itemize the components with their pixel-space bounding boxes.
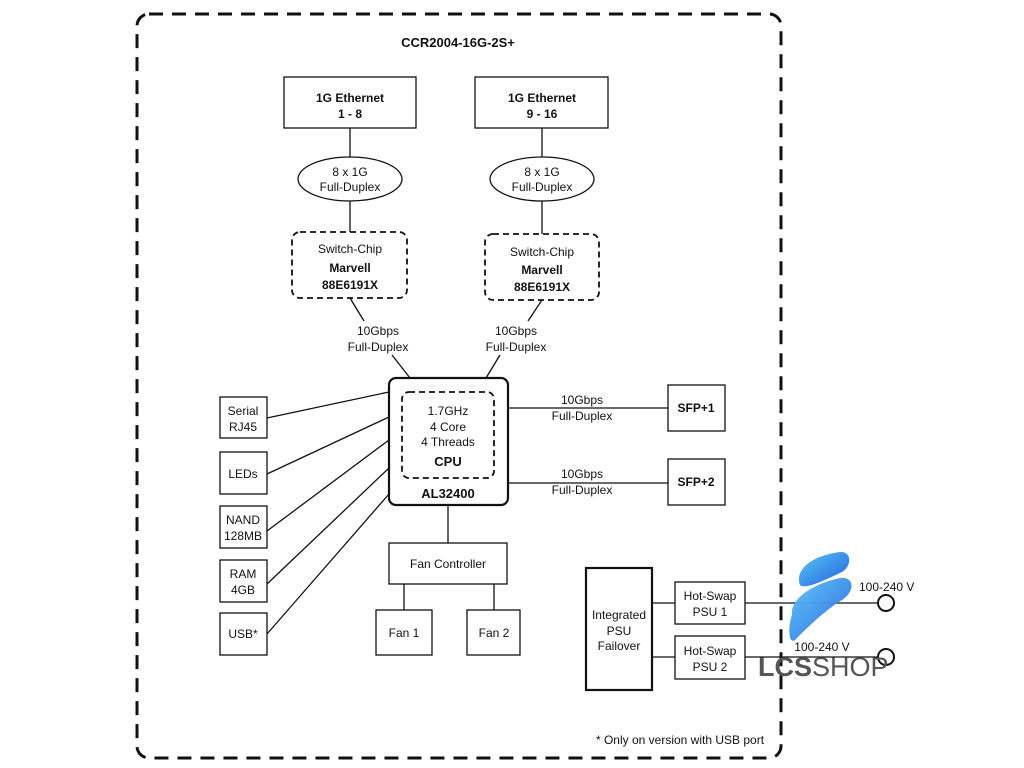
switch-chip-vendor: Marvell bbox=[329, 261, 370, 275]
ethernet-range: 9 - 16 bbox=[527, 107, 558, 121]
footnote: * Only on version with USB port bbox=[596, 733, 765, 747]
device-boundary bbox=[135, 12, 783, 760]
fan-1-box bbox=[375, 609, 433, 656]
fan-2-box bbox=[466, 609, 521, 656]
link-ellipse bbox=[297, 156, 403, 202]
uplink-duplex: Full-Duplex bbox=[348, 340, 409, 354]
usb-box bbox=[219, 612, 268, 656]
leds-box bbox=[219, 451, 268, 495]
psu-input-voltage: 100-240 V bbox=[794, 640, 849, 654]
ethernet-1-8-box bbox=[283, 76, 417, 129]
link-ellipse bbox=[489, 156, 595, 202]
fan-label: Fan 1 bbox=[389, 626, 420, 640]
peripheral-sublabel: 4GB bbox=[231, 583, 255, 597]
cpu-block: 1.7GHz 4 Core 4 Threads CPU AL32400 bbox=[387, 376, 510, 507]
psu-label: Hot-Swap bbox=[684, 589, 737, 603]
peripheral-sublabel: 128MB bbox=[224, 529, 262, 543]
uplink-speed: 10Gbps bbox=[495, 324, 537, 338]
diagram-title: CCR2004-16G-2S+ bbox=[401, 35, 515, 50]
psu-label: PSU 1 bbox=[693, 605, 728, 619]
ethernet-group-2: 1G Ethernet 9 - 16 8 x 1G Full-Duplex Sw… bbox=[474, 76, 609, 379]
sfp-2-box bbox=[667, 458, 726, 506]
ethernet-group-1: 1G Ethernet 1 - 8 8 x 1G Full-Duplex Swi… bbox=[283, 76, 417, 379]
sfp-link-duplex: Full-Duplex bbox=[552, 409, 613, 423]
psu-failover-label: PSU bbox=[607, 624, 632, 638]
fan-controller-box bbox=[388, 542, 508, 585]
link-duplex: Full-Duplex bbox=[320, 180, 381, 194]
fan-label: Fan 2 bbox=[479, 626, 510, 640]
fan-controller-label: Fan Controller bbox=[410, 557, 486, 571]
peripheral-sublabel: RJ45 bbox=[229, 420, 257, 434]
psu-failover-label: Failover bbox=[598, 639, 641, 653]
peripheral-label: RAM bbox=[230, 567, 257, 581]
cpu-label: CPU bbox=[434, 454, 461, 469]
sfp-label: SFP+1 bbox=[677, 401, 714, 415]
sfp-group: 10Gbps Full-Duplex SFP+1 10Gbps Full-Dup… bbox=[508, 384, 726, 506]
link-speed: 8 x 1G bbox=[524, 165, 559, 179]
cpu-frequency: 1.7GHz bbox=[428, 404, 469, 418]
ethernet-9-16-box bbox=[474, 76, 609, 129]
power-input-terminal bbox=[877, 594, 895, 612]
nand-box bbox=[219, 505, 268, 549]
power-input-terminal bbox=[877, 648, 895, 666]
logo-mark-icon bbox=[799, 551, 850, 587]
psu-1-box bbox=[674, 581, 746, 625]
psu-label: PSU 2 bbox=[693, 660, 728, 674]
link-speed: 8 x 1G bbox=[332, 165, 367, 179]
lcsshop-watermark: LCSSHOP bbox=[758, 551, 889, 682]
switch-chip-label: Switch-Chip bbox=[318, 242, 382, 256]
logo-text: LCSSHOP bbox=[758, 652, 889, 682]
psu-label: Hot-Swap bbox=[684, 644, 737, 658]
switch-chip-1-box bbox=[291, 231, 408, 299]
switch-chip-model: 88E6191X bbox=[322, 278, 378, 292]
ethernet-range: 1 - 8 bbox=[338, 107, 362, 121]
ethernet-label: 1G Ethernet bbox=[508, 91, 576, 105]
link-duplex: Full-Duplex bbox=[512, 180, 573, 194]
switch-chip-label: Switch-Chip bbox=[510, 245, 574, 259]
ram-box bbox=[219, 559, 268, 603]
cpu-model: AL32400 bbox=[421, 486, 474, 501]
switch-chip-vendor: Marvell bbox=[521, 263, 562, 277]
psu-input-voltage: 100-240 V bbox=[859, 580, 914, 594]
sfp-link-speed: 10Gbps bbox=[561, 393, 603, 407]
peripheral-label: LEDs bbox=[228, 467, 257, 481]
uplink-duplex: Full-Duplex bbox=[486, 340, 547, 354]
psu-failover-box bbox=[584, 566, 654, 692]
peripheral-links bbox=[266, 391, 390, 635]
psu-group: Integrated PSU Failover Hot-Swap PSU 1 H… bbox=[584, 566, 914, 692]
peripherals: Serial RJ45 LEDs NAND 128MB RAM 4GB USB* bbox=[219, 396, 268, 656]
ethernet-label: 1G Ethernet bbox=[316, 91, 384, 105]
psu-2-box bbox=[674, 635, 746, 680]
peripheral-label: NAND bbox=[226, 513, 260, 527]
fan-group: Fan Controller Fan 1 Fan 2 bbox=[375, 505, 521, 656]
peripheral-label: Serial bbox=[228, 404, 259, 418]
sfp-link-duplex: Full-Duplex bbox=[552, 483, 613, 497]
cpu-cores: 4 Core bbox=[430, 420, 466, 434]
sfp-link-speed: 10Gbps bbox=[561, 467, 603, 481]
uplink-speed: 10Gbps bbox=[357, 324, 399, 338]
cpu-threads: 4 Threads bbox=[421, 435, 475, 449]
serial-rj45-box bbox=[219, 396, 268, 439]
sfp-label: SFP+2 bbox=[677, 475, 714, 489]
peripheral-label: USB* bbox=[228, 627, 258, 641]
cpu-core-box bbox=[401, 391, 495, 479]
sfp-1-box bbox=[667, 384, 726, 432]
switch-chip-model: 88E6191X bbox=[514, 280, 570, 294]
psu-failover-label: Integrated bbox=[592, 608, 646, 622]
